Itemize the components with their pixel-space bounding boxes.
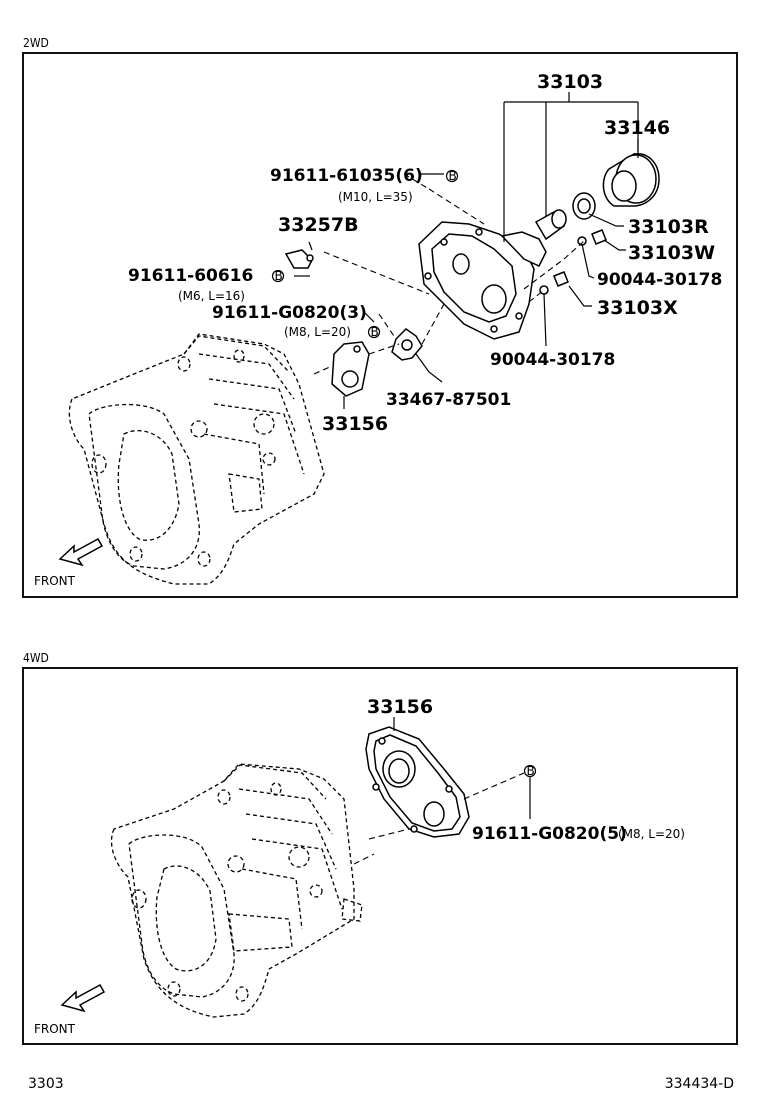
svg-text:FRONT: FRONT <box>34 574 76 588</box>
part-33156-plate-4wd <box>365 726 470 838</box>
callout-91611-G0820: 91611-G0820(3) <box>212 303 367 323</box>
front-arrow-4wd: FRONT <box>34 983 106 1036</box>
callout-91611-60616: 91611-60616 <box>128 266 253 286</box>
section-label-4wd: 4WD <box>23 651 49 665</box>
footer-page-code: 3303 <box>28 1076 64 1092</box>
marker-b-1: B <box>445 169 459 183</box>
diagram-panel-2wd: B B B 33103 33146 91611-61035(6) (M10, L… <box>22 52 738 598</box>
leader-lines-4wd <box>393 717 531 819</box>
leader-lines-2wd <box>294 92 639 409</box>
exploded-view-4wd: B 33156 91611-G0820(5) (M8, L=20) FRONT <box>34 696 685 1036</box>
marker-b-3: B <box>367 325 381 339</box>
svg-text:B: B <box>371 325 379 339</box>
footer-diagram-id: 334434-D <box>664 1076 734 1092</box>
exploded-view-2wd: B B B 33103 33146 91611-61035(6) (M10, L… <box>34 71 722 588</box>
part-33257B-bracket <box>284 249 314 269</box>
part-33156-plate-2wd <box>331 341 370 397</box>
part-bearing <box>572 192 596 220</box>
callout-33103X: 33103X <box>597 297 678 319</box>
part-33103-extension-housing <box>418 221 547 340</box>
marker-b-4wd: B <box>523 764 537 778</box>
assembly-lines-4wd <box>353 772 525 865</box>
transmission-case-2wd <box>68 333 325 585</box>
marker-b-2: B <box>271 269 285 283</box>
part-33467-87501 <box>391 328 423 361</box>
callout-33103R: 33103R <box>628 216 709 238</box>
part-33103R-sleeve <box>534 209 567 241</box>
front-arrow-2wd: FRONT <box>34 537 104 588</box>
callout-33103: 33103 <box>537 71 603 93</box>
callout-33467-87501: 33467-87501 <box>386 390 511 410</box>
svg-text:FRONT: FRONT <box>34 1022 76 1036</box>
callout-33156: 33156 <box>322 413 388 435</box>
callout-90044-30178-b: 90044-30178 <box>490 350 615 370</box>
section-label-2wd: 2WD <box>23 36 49 50</box>
part-33103X-bolt <box>539 271 569 295</box>
callout-33146: 33146 <box>604 117 670 139</box>
callout-33103W: 33103W <box>628 242 715 264</box>
svg-text:B: B <box>275 269 283 283</box>
callout-33257B: 33257B <box>278 214 359 236</box>
callout-33156-4wd: 33156 <box>367 696 433 718</box>
callout-91611-61035-spec: (M10, L=35) <box>338 190 413 204</box>
callout-91611-61035: 91611-61035(6) <box>270 166 423 186</box>
svg-text:B: B <box>449 169 457 183</box>
callout-91611-G0820-spec: (M8, L=20) <box>284 325 351 339</box>
callout-91611-G0820-4wd-spec: (M8, L=20) <box>618 827 685 841</box>
callout-91611-60616-spec: (M6, L=16) <box>178 289 245 303</box>
svg-text:B: B <box>527 764 535 778</box>
assembly-lines-2wd <box>313 173 585 375</box>
part-33146-seal <box>602 153 660 207</box>
part-33103W-bolt <box>577 229 607 246</box>
diagram-panel-4wd: B 33156 91611-G0820(5) (M8, L=20) FRONT <box>22 667 738 1045</box>
callout-91611-G0820-4wd: 91611-G0820(5) <box>472 824 627 844</box>
callout-90044-30178-a: 90044-30178 <box>597 270 722 290</box>
transmission-case-4wd <box>110 763 363 1018</box>
